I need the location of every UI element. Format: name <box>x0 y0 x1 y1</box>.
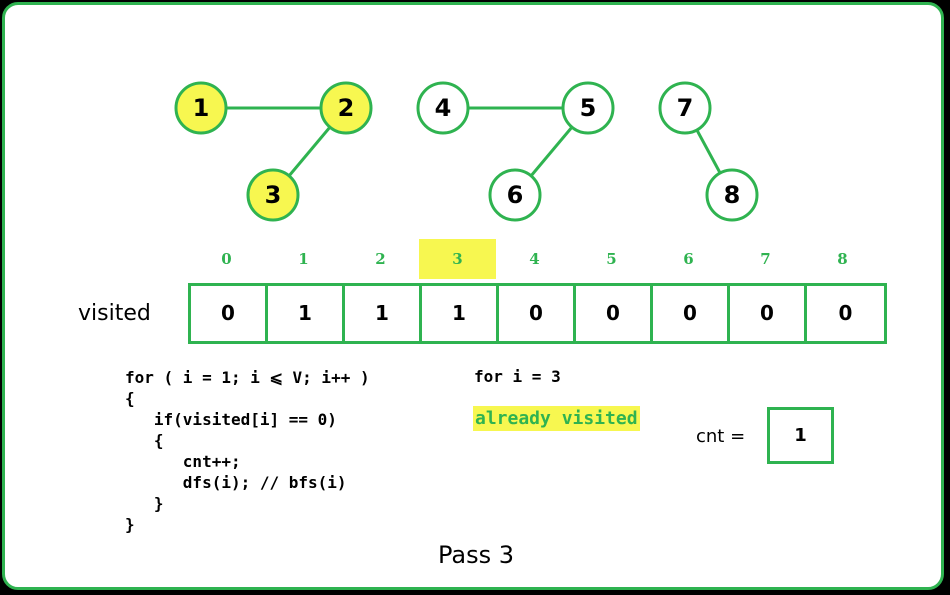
array-cell-6: 0 <box>653 286 730 341</box>
array-cell-0: 0 <box>191 286 268 341</box>
node-1: 1 <box>174 81 228 135</box>
node-circle <box>246 168 300 222</box>
visited-array-label: visited <box>78 301 151 326</box>
node-circle <box>416 81 470 135</box>
node-3: 3 <box>246 168 300 222</box>
code-line: { <box>125 431 164 450</box>
node-6: 6 <box>488 168 542 222</box>
array-index-0: 0 <box>221 250 232 268</box>
node-circle <box>174 81 228 135</box>
node-label: 2 <box>338 94 355 122</box>
node-circle <box>319 81 373 135</box>
node-label: 1 <box>193 94 210 122</box>
pass-caption: Pass 3 <box>437 541 514 569</box>
code-line: for ( i = 1; i ⩽ V; i++ ) <box>125 368 370 387</box>
array-cell-2: 1 <box>345 286 422 341</box>
loop-iteration-text: for i = 3 <box>474 367 561 386</box>
code-line: } <box>125 494 164 513</box>
node-8: 8 <box>705 168 759 222</box>
node-7: 7 <box>658 81 712 135</box>
status-badge: already visited <box>473 406 640 431</box>
node-label: 4 <box>435 94 452 122</box>
array-cell-7: 0 <box>730 286 807 341</box>
node-circle <box>705 168 759 222</box>
array-cell-5: 0 <box>576 286 653 341</box>
array-cell-4: 0 <box>499 286 576 341</box>
node-label: 5 <box>580 94 597 122</box>
node-label: 3 <box>265 181 282 209</box>
code-line: dfs(i); // bfs(i) <box>125 473 347 492</box>
array-index-7: 7 <box>760 250 771 268</box>
code-line: cnt++; <box>125 452 241 471</box>
node-label: 7 <box>677 94 694 122</box>
array-cell-3: 1 <box>422 286 499 341</box>
code-block: for ( i = 1; i ⩽ V; i++ ) { if(visited[i]… <box>125 367 370 535</box>
code-line: { <box>125 389 135 408</box>
node-circle <box>658 81 712 135</box>
node-circle <box>561 81 615 135</box>
array-index-6: 6 <box>683 250 694 268</box>
code-line: if(visited[i] == 0) <box>125 410 337 429</box>
node-2: 2 <box>319 81 373 135</box>
node-4: 4 <box>416 81 470 135</box>
array-cell-8: 0 <box>838 301 853 325</box>
array-cell-1: 1 <box>268 286 345 341</box>
array-index-2: 2 <box>375 250 386 268</box>
code-line: } <box>125 515 135 534</box>
node-label: 8 <box>724 181 741 209</box>
graph: 1 2 3 4 5 6 7 8 <box>174 81 759 222</box>
node-5: 5 <box>561 81 615 135</box>
counter-label: cnt = <box>696 426 746 447</box>
array-index-5: 5 <box>606 250 617 268</box>
array-index-4: 4 <box>529 250 540 268</box>
array-index-1: 1 <box>298 250 309 268</box>
node-circle <box>488 168 542 222</box>
array-index-3: 3 <box>419 239 496 279</box>
node-label: 6 <box>507 181 524 209</box>
array-index-8: 8 <box>837 250 848 268</box>
graph-nodes: 1 2 3 4 5 6 7 8 <box>174 81 759 222</box>
counter-value: 1 <box>767 407 834 464</box>
